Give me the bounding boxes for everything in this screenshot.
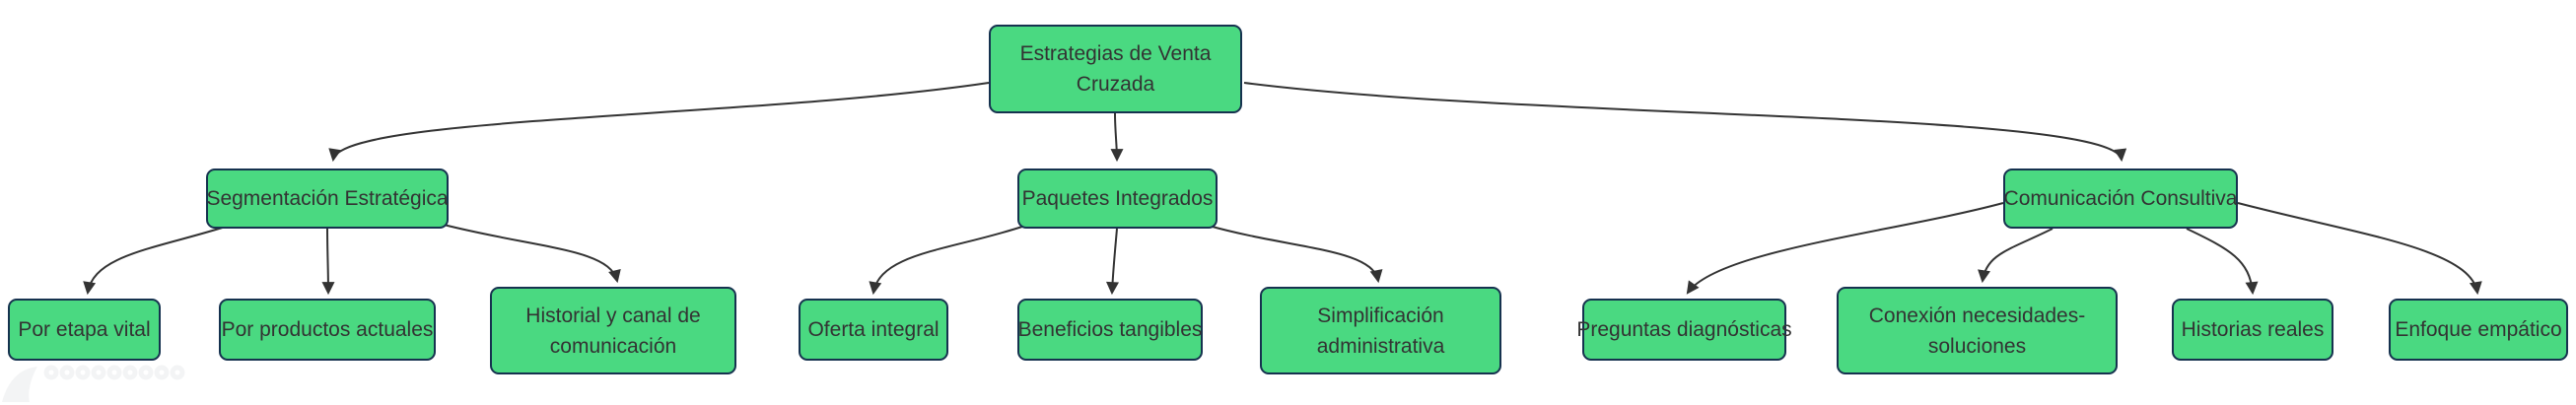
edge-paquetes-beneficios <box>1105 228 1119 296</box>
node-root: Estrategias de Venta Cruzada <box>989 25 1242 113</box>
node-por-productos-actuales: Por productos actuales <box>219 299 436 361</box>
edge-comunicacion-historias <box>2186 228 2259 296</box>
node-historias-reales: Historias reales <box>2172 299 2333 361</box>
edge-comunicacion-preguntas <box>1686 202 2004 295</box>
node-beneficios-tangibles: Beneficios tangibles <box>1017 299 1203 361</box>
node-conexion-necesidades-soluciones: Conexión necesidades-soluciones <box>1837 287 2118 374</box>
node-simplificacion-administrativa: Simplificación administrativa <box>1260 287 1501 374</box>
node-comunicacion: Comunicación Consultiva <box>2003 169 2238 229</box>
edge-paquetes-oferta <box>869 225 1026 296</box>
node-historial-y-canal: Historial y canal de comunicación <box>490 287 736 374</box>
node-segmentacion: Segmentación Estratégica <box>206 169 449 229</box>
edge-paquetes-simplificacion <box>1208 225 1383 284</box>
edge-segmentacion-etapa <box>83 225 230 296</box>
edge-root-segmentacion <box>328 82 990 163</box>
node-paquetes: Paquetes Integrados <box>1017 169 1218 229</box>
node-enfoque-empatico: Enfoque empático <box>2389 299 2568 361</box>
edge-comunicacion-conexion <box>1978 228 2054 284</box>
edge-segmentacion-productos <box>321 228 335 296</box>
edge-root-paquetes <box>1110 112 1124 163</box>
node-oferta-integral: Oferta integral <box>799 299 948 361</box>
edge-segmentacion-historial <box>443 224 621 284</box>
edge-root-comunicacion <box>1243 82 2127 163</box>
node-por-etapa-vital: Por etapa vital <box>8 299 161 361</box>
edge-comunicacion-enfoque <box>2237 202 2482 296</box>
node-preguntas-diagnosticas: Preguntas diagnósticas <box>1576 299 1792 361</box>
